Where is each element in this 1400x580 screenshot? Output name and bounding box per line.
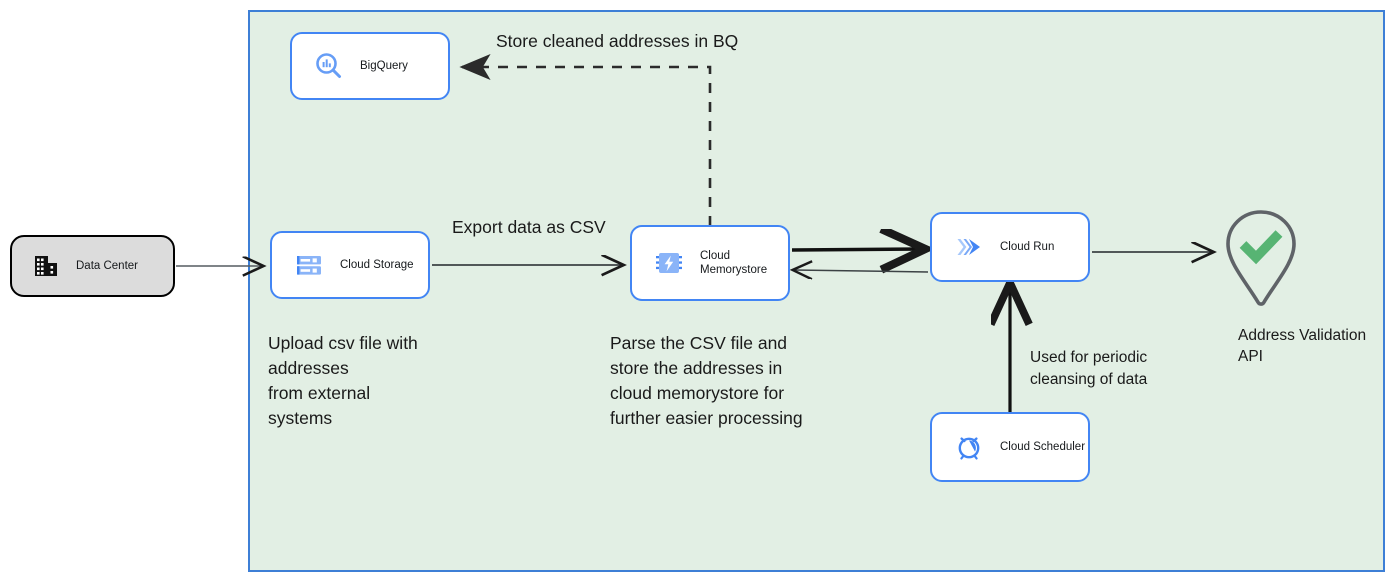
cloud-scheduler-icon [946,432,992,462]
node-label: Cloud Storage [340,258,414,271]
cloud-storage-icon [286,250,332,280]
map-pin-check-icon [1218,206,1304,310]
node-label: Cloud Scheduler [1000,440,1086,453]
edge-label-export-csv: Export data as CSV [452,217,606,237]
node-cloud-scheduler[interactable]: Cloud Scheduler [930,412,1090,482]
google-cloud-zone-boundary [248,10,1385,572]
node-cloud-run[interactable]: Cloud Run [930,212,1090,282]
node-label: Cloud Run [1000,240,1055,253]
node-cloud-storage[interactable]: Cloud Storage [270,231,430,299]
edge-label-store-in-bq: Store cleaned addresses in BQ [496,31,739,51]
node-label: Cloud Memorystore [700,249,768,276]
node-label-address-validation-api: Address Validation API [1238,327,1367,365]
office-building-icon [24,253,68,279]
annotation-parse-csv: Parse the CSV file and store the address… [610,333,803,428]
bigquery-icon [306,51,352,81]
cloud-memorystore-icon [646,248,692,278]
annotation-upload-csv: Upload csv file with addresses from exte… [268,333,418,428]
node-bigquery[interactable]: BigQuery [290,32,450,100]
node-label: Data Center [76,259,139,272]
cloud-run-icon [946,232,992,262]
node-cloud-memorystore[interactable]: Cloud Memorystore [630,225,790,301]
node-data-center[interactable]: Data Center [10,235,175,297]
node-label: BigQuery [360,59,408,72]
edge-label-periodic-cleansing: Used for periodic cleansing of data [1030,349,1148,388]
